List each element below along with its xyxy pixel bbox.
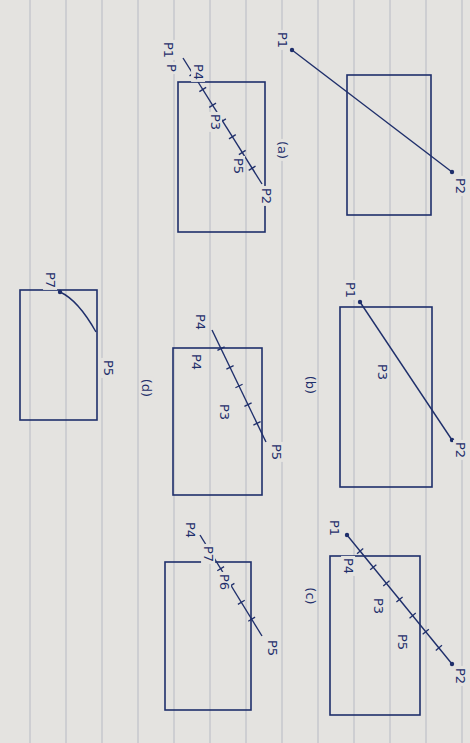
point-label: P1	[161, 40, 175, 60]
clip-window	[347, 75, 431, 215]
tick-mark	[238, 600, 245, 604]
subdivision-ticks	[189, 72, 441, 651]
tick-mark	[226, 366, 233, 369]
clip-window	[340, 307, 432, 487]
clip-window	[173, 348, 262, 495]
point-label: P3	[375, 362, 389, 382]
tick-mark	[423, 629, 429, 634]
point-label: P5	[101, 358, 115, 378]
line-segment	[183, 58, 262, 184]
line-segment	[200, 535, 262, 636]
clip-window	[330, 556, 420, 715]
point-label: P3	[217, 402, 231, 422]
point-label: P7	[201, 544, 215, 564]
point-label: P5	[269, 442, 283, 462]
point-label: P5	[231, 156, 245, 176]
point-label: P4	[183, 520, 197, 540]
tick-mark	[396, 597, 402, 602]
point-label: P6	[217, 572, 231, 592]
point-label: P3	[208, 112, 222, 132]
tick-mark	[239, 150, 246, 154]
point-label: P5	[265, 638, 279, 658]
point-label: P2	[259, 186, 273, 206]
tick-mark	[383, 581, 389, 586]
tick-mark	[217, 347, 224, 350]
tick-mark	[249, 166, 256, 170]
point-label: P7	[43, 270, 57, 290]
tick-mark	[410, 613, 416, 618]
panel-label: (b)	[303, 374, 317, 396]
point-label: P1	[275, 30, 289, 50]
point-label: P1	[327, 518, 341, 538]
tick-mark	[248, 617, 255, 621]
point-label: P1	[343, 280, 357, 300]
tick-mark	[244, 403, 251, 406]
clip-window	[165, 562, 251, 710]
point-label: P4	[189, 352, 203, 372]
line-segment	[212, 330, 266, 442]
clip-windows	[20, 75, 432, 715]
line-segment	[347, 535, 452, 664]
tick-mark	[357, 549, 363, 554]
panel-label: (c)	[303, 585, 317, 606]
tick-mark	[199, 87, 206, 91]
point-label: P2	[453, 440, 467, 460]
line-segment	[60, 292, 96, 332]
ruled-lines	[30, 0, 462, 743]
tick-mark	[436, 645, 442, 650]
clip-window	[178, 82, 265, 232]
clip-window	[20, 290, 97, 420]
tick-mark	[370, 565, 376, 570]
tick-mark	[235, 384, 242, 387]
line-segment	[292, 50, 452, 172]
panel-label: (d)	[139, 377, 153, 399]
tick-mark	[209, 103, 216, 107]
point-label: P	[164, 62, 178, 74]
tick-mark	[217, 567, 224, 571]
point-label: P4	[191, 62, 205, 82]
point-label: P3	[371, 596, 385, 616]
point-label: P4	[193, 312, 207, 332]
point-label: P5	[395, 632, 409, 652]
panel-label: (a)	[275, 139, 289, 161]
line-segment	[360, 302, 452, 440]
tick-mark	[253, 422, 260, 425]
tick-mark	[229, 135, 236, 139]
end-points	[58, 48, 454, 666]
point-label: P4	[341, 556, 355, 576]
point-label: P2	[453, 176, 467, 196]
point-label: P2	[453, 666, 467, 686]
line-segments	[60, 50, 452, 664]
